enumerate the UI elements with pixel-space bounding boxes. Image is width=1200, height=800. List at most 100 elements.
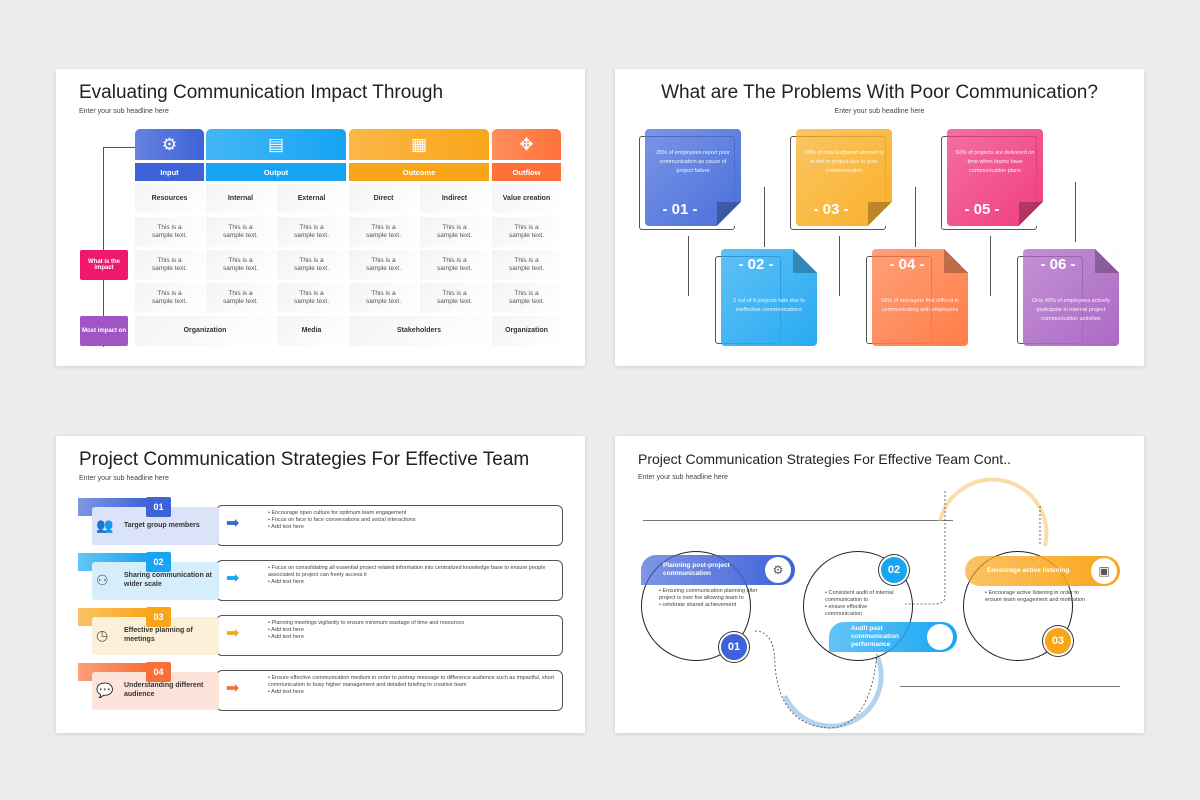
subheader-cell: Indirect <box>420 184 489 213</box>
step-label: Understanding different audience <box>124 682 204 698</box>
page-fold <box>1019 202 1043 226</box>
problem-card: - 06 - Only 40% of employees actively par… <box>1023 249 1119 346</box>
card-text: 2 out of 8 projects fails due to ineffec… <box>733 298 805 313</box>
table-cell: This is a sample text. <box>420 250 489 280</box>
bullet-list: Encourage active listening in order to e… <box>985 590 1085 604</box>
step-number: 02 <box>879 555 909 585</box>
connector-line <box>103 147 104 347</box>
connector-line <box>990 236 991 296</box>
table-cell: This is a sample text. <box>277 217 346 247</box>
bullet-item: Planning meetings vigilantly to ensure m… <box>268 620 558 627</box>
table-cell: This is a sample text. <box>420 283 489 313</box>
table-cell: This is a sample text. <box>206 250 275 280</box>
step-circle <box>963 551 1073 661</box>
connector-line <box>764 187 765 247</box>
bullet-item: Encourage active listening in order to e… <box>985 590 1085 604</box>
bottom-cell: Stakeholders <box>349 316 489 346</box>
card-number: - 03 - <box>813 201 849 218</box>
card-number: - 01 - <box>662 201 698 218</box>
page-fold <box>944 249 968 273</box>
step-label: Effective planning of meetings <box>124 627 193 643</box>
slide-subtitle: Enter your sub headline here <box>79 475 169 482</box>
problem-card: - 02 - 2 out of 8 projects fails due to i… <box>721 249 817 346</box>
network-icon: ✥ <box>492 129 561 160</box>
slide-title: Project Communication Strategies For Eff… <box>79 449 530 470</box>
bullet-item: Encourage open culture for optimum team … <box>268 510 558 517</box>
connector-line <box>839 236 840 296</box>
arrow-line <box>900 686 1120 687</box>
page-fold <box>793 249 817 273</box>
slide-title: Evaluating Communication Impact Through <box>79 82 444 103</box>
arrow-line <box>643 520 953 521</box>
slide-evaluating-impact[interactable]: Evaluating Communication Impact Through … <box>56 69 585 366</box>
side-label: Most impact on <box>80 316 128 346</box>
slide-strategies-cont[interactable]: Project Communication Strategies For Eff… <box>615 436 1144 733</box>
slide-problems[interactable]: What are The Problems With Poor Communic… <box>615 69 1144 366</box>
strategy-row: Effective planning of meetings03◷➡Planni… <box>56 607 585 658</box>
share-network-icon: ⚇ <box>96 572 109 588</box>
step-panel: Sharing communication at wider scale <box>92 562 219 600</box>
step-number: 01 <box>719 632 749 662</box>
bullet-item: Ensuring communication planning after pr… <box>659 588 759 602</box>
connector-line <box>103 147 135 148</box>
subheader-cell: Value creation <box>492 184 561 213</box>
table-cell: This is a sample text. <box>277 250 346 280</box>
gear-arrows-icon: ⚙ <box>135 129 204 160</box>
column-header-outcome: Outcome <box>349 163 489 181</box>
card-number: - 02 - <box>738 256 774 273</box>
card-text: Only 40% of employees actively participa… <box>1032 298 1110 322</box>
slide-title: What are The Problems With Poor Communic… <box>661 82 1098 103</box>
bottom-cell: Organization <box>135 316 275 346</box>
bullet-item: Add text here <box>268 634 558 641</box>
subheader-cell: Internal <box>206 184 275 213</box>
bottom-cell: Organization <box>492 316 561 346</box>
connector-line <box>1075 182 1076 242</box>
table-cell: This is a sample text. <box>492 283 561 313</box>
column-header-outflow: Outflow <box>492 163 561 181</box>
bullet-list: Planning meetings vigilantly to ensure m… <box>268 620 558 641</box>
table-cell: This is a sample text. <box>206 283 275 313</box>
problem-card: - 01 - 25% of employees report poor commu… <box>645 129 741 226</box>
table-cell: This is a sample text. <box>135 217 204 247</box>
table-cell: This is a sample text. <box>135 283 204 313</box>
table-cell: This is a sample text. <box>349 283 418 313</box>
step-number: 04 <box>146 662 171 682</box>
connector-line <box>688 236 689 296</box>
bullet-item: Add text here <box>268 579 558 586</box>
bullet-item: Add text here <box>268 627 558 634</box>
step-number: 02 <box>146 552 171 572</box>
column-header-output: Output <box>206 163 346 181</box>
page-fold <box>1095 249 1119 273</box>
step-number: 01 <box>146 497 171 517</box>
team-icon: 👥 <box>96 517 114 533</box>
table-cell: This is a sample text. <box>349 217 418 247</box>
bullet-item: Ensure effective communication medium in… <box>268 675 558 689</box>
bullet-list: Focus on consolidating all essential pro… <box>268 565 558 586</box>
bullet-item: Add text here <box>268 689 558 696</box>
bullet-item: Focus on consolidating all essential pro… <box>268 565 558 579</box>
step-label: Target group members <box>124 521 200 529</box>
bullet-list: Ensure effective communication medium in… <box>268 675 558 696</box>
gears-icon: ⚙ <box>765 557 791 583</box>
table-cell: This is a sample text. <box>492 250 561 280</box>
slide-title: Project Communication Strategies For Eff… <box>638 451 1011 467</box>
slide-subtitle: Enter your sub headline here <box>638 474 728 481</box>
bullet-item: Focus on face to face conversations and … <box>268 517 558 524</box>
connector-line <box>915 187 916 247</box>
table-cell: This is a sample text. <box>206 217 275 247</box>
table-cell: This is a sample text. <box>277 283 346 313</box>
bullet-item: celebrate shared achievement <box>659 602 759 609</box>
problem-card: - 04 -56% of managers find difficult in … <box>872 249 968 346</box>
flow-curves <box>754 477 1049 729</box>
card-number: - 05 - <box>964 201 1000 218</box>
step-number: 03 <box>1043 626 1073 656</box>
slide-strategies[interactable]: Project Communication Strategies For Eff… <box>56 436 585 733</box>
bullet-list: Encourage open culture for optimum team … <box>268 510 558 531</box>
card-number: - 06 - <box>1040 256 1076 273</box>
bullet-item: Add text here <box>268 524 558 531</box>
card-text: 25% of employees report poor communicati… <box>656 150 730 174</box>
arrow-right-icon: ➡ <box>226 680 240 697</box>
table-cell: This is a sample text. <box>135 250 204 280</box>
subheader-cell: Resources <box>135 184 204 213</box>
arrow-right-icon: ➡ <box>226 625 240 642</box>
